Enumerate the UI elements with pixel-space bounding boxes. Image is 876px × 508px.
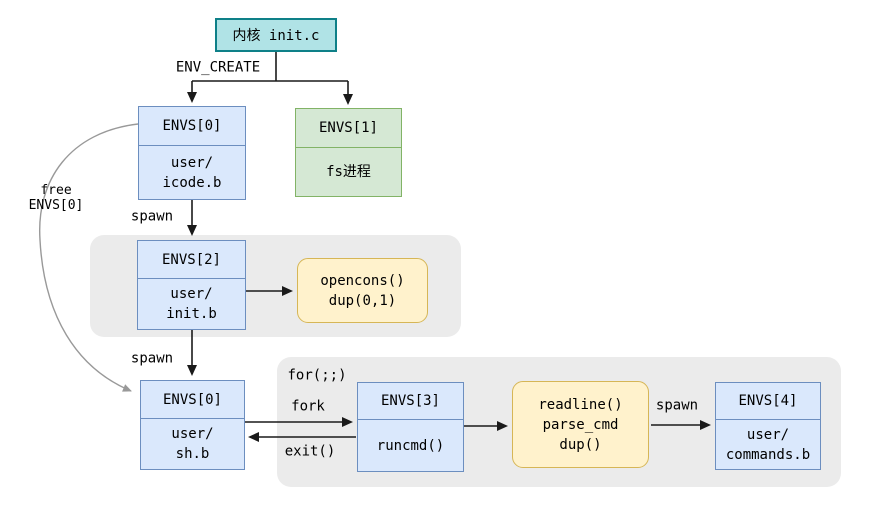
exit-label: exit() [284, 443, 336, 460]
for-loop-label: for(;;) [287, 367, 347, 384]
spawn-label-icode-init: spawn [130, 208, 174, 225]
envs4-commands-body: user/ commands.b [725, 426, 811, 463]
envs2-init-title: ENVS[2] [138, 241, 245, 279]
kernel-init-node: 内核 init.c [215, 18, 337, 52]
kernel-init-label: 内核 init.c [232, 28, 320, 44]
envs4-commands-title: ENVS[4] [716, 383, 820, 420]
readline-callout-label: readline() parse_cmd dup() [538, 396, 623, 453]
readline-callout: readline() parse_cmd dup() [512, 381, 649, 468]
envs1-fs-body: fs进程 [326, 164, 371, 180]
envs0-sh-node: ENVS[0] user/ sh.b [140, 380, 245, 470]
fork-label: fork [291, 398, 325, 415]
envs0-icode-node: ENVS[0] user/ icode.b [138, 106, 246, 200]
envs2-init-node: ENVS[2] user/ init.b [137, 240, 246, 330]
envs1-fs-title: ENVS[1] [296, 109, 401, 148]
spawn-label-init-sh: spawn [130, 350, 174, 367]
envs0-icode-body: user/ icode.b [162, 154, 222, 191]
envs3-runcmd-title: ENVS[3] [358, 383, 463, 420]
opencons-callout: opencons() dup(0,1) [297, 258, 428, 323]
free-envs0-curved-arrow [39, 123, 139, 392]
envs0-sh-body: user/ sh.b [171, 426, 214, 462]
envs0-icode-title: ENVS[0] [139, 107, 245, 146]
free-envs0-label: free ENVS[0] [28, 183, 84, 213]
opencons-callout-label: opencons() dup(0,1) [320, 272, 405, 309]
env-create-label: ENV_CREATE [175, 59, 261, 76]
envs0-sh-title: ENVS[0] [141, 381, 244, 419]
envs3-runcmd-body: runcmd() [376, 437, 445, 454]
spawn-label-readline-commands: spawn [655, 397, 699, 414]
envs1-fs-node: ENVS[1] fs进程 [295, 108, 402, 197]
envs4-commands-node: ENVS[4] user/ commands.b [715, 382, 821, 470]
envs2-init-body: user/ init.b [166, 286, 217, 322]
envs3-runcmd-node: ENVS[3] runcmd() [357, 382, 464, 472]
env-create-trunk-line [192, 52, 348, 82]
